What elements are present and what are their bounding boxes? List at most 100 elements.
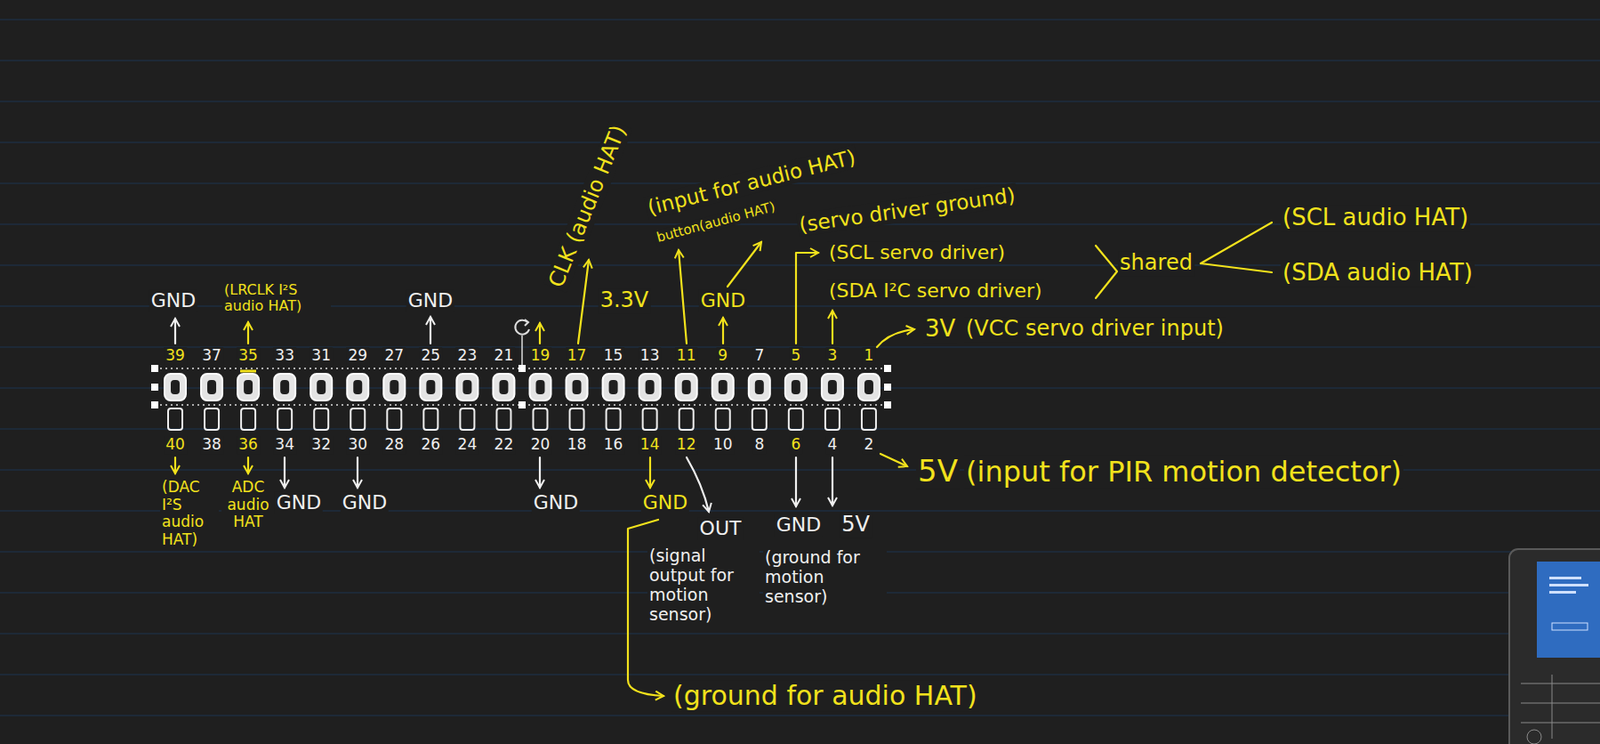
pin-annotation: GND	[774, 513, 823, 536]
pin	[419, 373, 442, 401]
pin-annotation: (SCL servo driver)	[827, 241, 1007, 264]
leader-arrow	[831, 457, 834, 506]
pin-hole	[389, 379, 399, 394]
pin-number: 12	[675, 435, 699, 454]
pin-annotation: 3.3V	[598, 288, 652, 314]
leader-arrow	[283, 457, 286, 488]
pin	[675, 373, 698, 401]
pin	[492, 373, 515, 401]
pin-hole	[572, 379, 582, 394]
pin-number: 15	[602, 346, 626, 365]
pin-number: 1	[862, 346, 877, 365]
pin	[310, 373, 332, 401]
pin-hole	[243, 379, 253, 394]
pin-annotation: (ground for motion sensor)	[763, 547, 887, 607]
leader-arrow	[538, 322, 541, 344]
pin-number: 26	[419, 435, 443, 454]
leader-arrow	[876, 329, 915, 347]
pin	[603, 373, 625, 401]
pin-number: 14	[638, 435, 662, 454]
pin	[313, 408, 329, 430]
pin-annotation: GND	[641, 490, 690, 514]
pin-hole	[791, 379, 801, 394]
ruled-line	[0, 674, 1600, 676]
pin	[752, 408, 767, 430]
leader-arrow	[356, 457, 359, 488]
pin	[606, 408, 621, 430]
pin-number: 37	[200, 346, 224, 365]
pin	[237, 373, 259, 401]
leader-arrow	[247, 321, 250, 344]
pin-annotation: (signal output for motion sensor)	[647, 546, 760, 624]
pin-hole	[316, 379, 326, 394]
thumbnail	[1509, 548, 1600, 744]
pin-hole	[536, 379, 546, 394]
leader-arrow	[678, 249, 687, 344]
thumbnail-mark	[1527, 729, 1542, 744]
pin-number: 25	[419, 346, 443, 365]
pin	[785, 373, 807, 401]
branch-line	[1200, 222, 1272, 264]
pin	[386, 408, 402, 430]
pin	[423, 408, 438, 430]
pin	[459, 408, 475, 430]
pin	[204, 408, 219, 430]
pin-number: 19	[529, 346, 553, 365]
leader-arrow	[649, 457, 652, 488]
pin-hole	[718, 379, 728, 394]
leader-arrow	[429, 316, 432, 344]
pin-number: 10	[711, 435, 735, 454]
pin	[168, 408, 183, 430]
pin-annotation: shared	[1117, 250, 1195, 276]
pin-annotation: (DAC I²S audio HAT)	[160, 478, 219, 548]
pin-number: 3	[825, 346, 839, 365]
ruled-line	[0, 19, 1600, 21]
handle	[151, 383, 159, 391]
pin-hole	[426, 379, 435, 394]
pin-annotation: GND	[149, 289, 198, 312]
pin	[679, 408, 694, 430]
pin-annotation: GND	[274, 490, 323, 514]
pin	[715, 408, 731, 430]
pin-number: 22	[492, 435, 516, 454]
ruled-line	[0, 60, 1600, 62]
pin-number: 30	[345, 435, 370, 454]
leader-arrow	[795, 457, 797, 507]
pin-annotation: (ground for audio HAT)	[671, 680, 980, 712]
ruled-line	[0, 142, 1600, 144]
handle	[151, 401, 159, 409]
pin-hole	[498, 379, 508, 394]
pin-number: 8	[752, 435, 766, 454]
pin	[277, 408, 292, 430]
pin-number: 29	[345, 346, 370, 365]
pin	[643, 408, 658, 430]
pin-hole	[207, 379, 217, 394]
rotate-stem	[521, 335, 523, 365]
pin-hole	[864, 379, 874, 394]
pin	[346, 373, 369, 401]
leader-arrow	[247, 457, 250, 474]
leader-arrow	[578, 259, 589, 344]
pin-number: 21	[492, 346, 516, 365]
pin-annotation: 5V	[916, 453, 960, 489]
pin	[639, 373, 661, 401]
pin	[712, 373, 734, 401]
pin-number: 6	[788, 435, 803, 454]
pin	[456, 373, 478, 401]
thumbnail-table	[1520, 702, 1600, 704]
pin-number: 17	[565, 346, 589, 365]
pin	[821, 373, 844, 401]
handle	[884, 383, 892, 391]
selection-box	[151, 319, 892, 409]
thumbnail-line	[1551, 622, 1588, 630]
pin-hole	[828, 379, 837, 394]
leader-arrow	[538, 457, 541, 488]
rotate-icon	[514, 320, 530, 335]
handle	[151, 364, 159, 372]
pin-number: 36	[236, 435, 260, 454]
pin-number: 33	[273, 346, 297, 365]
thumbnail-line	[1549, 583, 1589, 587]
